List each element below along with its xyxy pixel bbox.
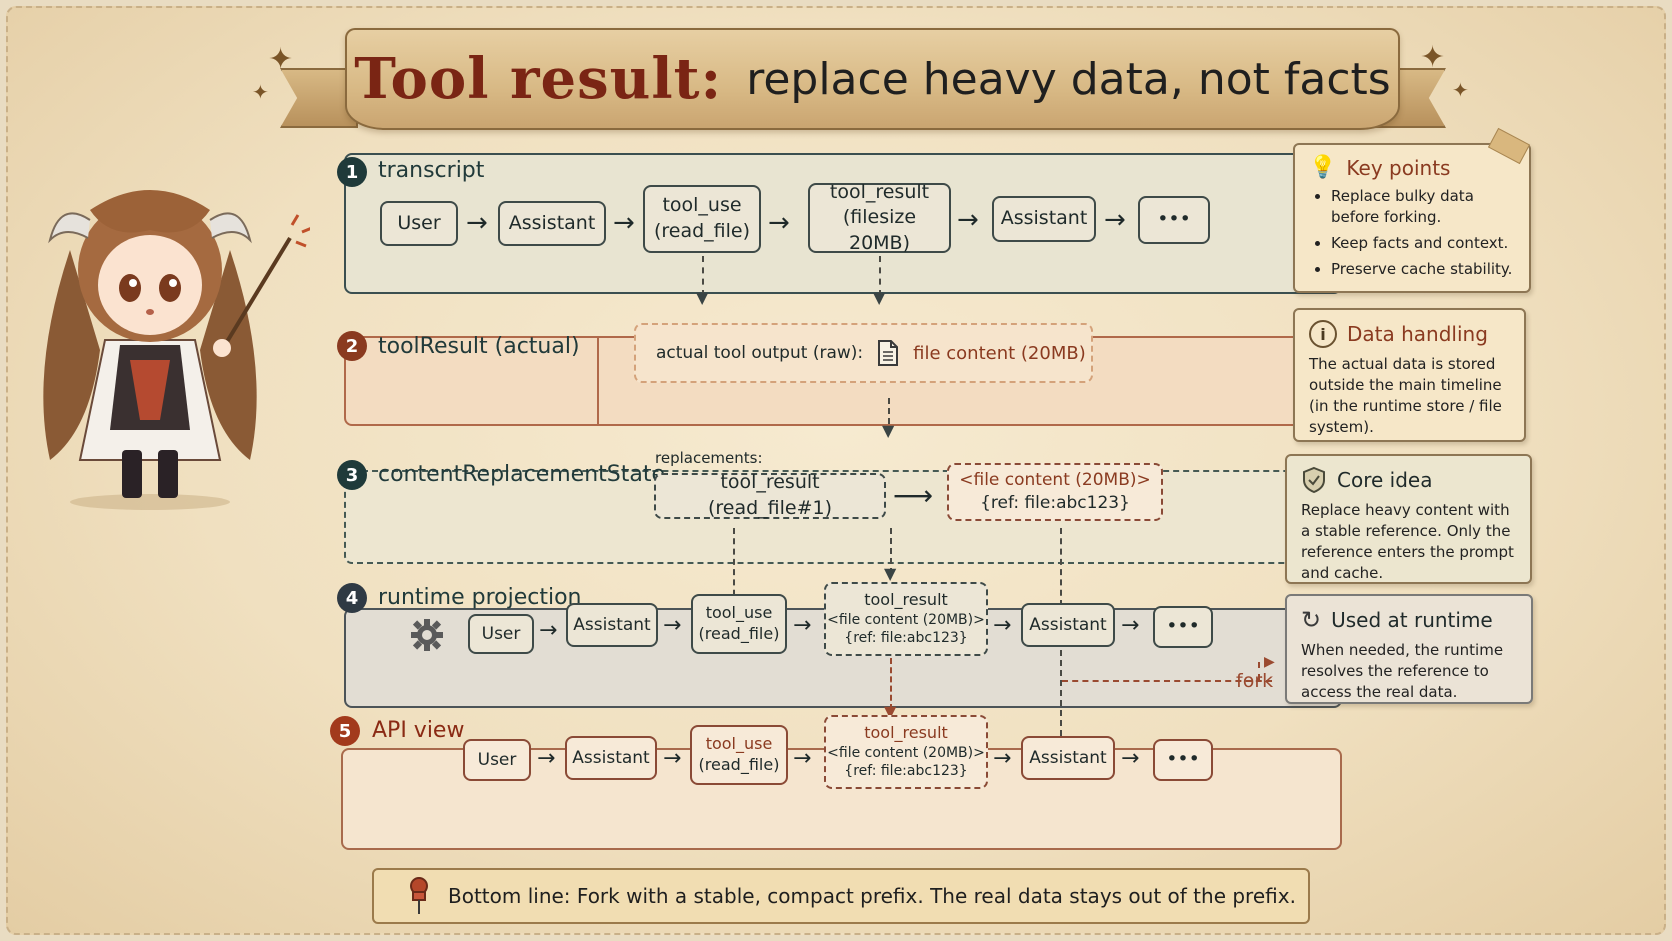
transcript-assistant-node-2: Assistant [992, 196, 1096, 242]
lightbulb-icon: 💡 [1309, 155, 1337, 180]
key-point-item: Preserve cache stability. [1331, 259, 1515, 280]
shield-icon [1303, 466, 1325, 494]
arrow-right-icon: → [768, 208, 790, 238]
connector-line [733, 528, 735, 606]
sparkle-icon: ✦ [1452, 78, 1469, 102]
fork-connector [1062, 680, 1272, 682]
section-title-tool-result-actual: toolResult (actual) [378, 334, 580, 359]
arrow-down-icon: ▼ [884, 564, 897, 583]
arrow-right-icon: → [1104, 205, 1126, 235]
transcript-assistant-node: Assistant [498, 201, 606, 246]
title-main: Tool result: [354, 46, 723, 112]
raw-output-label: actual tool output (raw): [656, 343, 864, 363]
core-idea-title: Core idea [1337, 468, 1433, 492]
transcript-tool-result-node: tool_result(filesize 20MB) [808, 181, 951, 254]
arrow-right-icon: → [793, 746, 812, 771]
api-more-node: ••• [1153, 739, 1213, 781]
key-points-title: Key points [1346, 155, 1451, 180]
connector-line [1060, 650, 1062, 746]
raw-output-content: file content (20MB) [913, 342, 1086, 364]
key-point-item: Keep facts and context. [1331, 233, 1515, 254]
step-number-4: 4 [337, 583, 367, 613]
panel-divider [597, 338, 599, 424]
arrow-down-icon: ▼ [882, 421, 895, 440]
info-icon: i [1309, 320, 1337, 348]
key-points-card: 💡 Key points Replace bulky data before f… [1293, 127, 1531, 293]
projection-tool-use-node: tool_use(read_file) [691, 594, 787, 654]
fork-arrow-icon: ▶ [1264, 654, 1275, 670]
projection-user-node: User [468, 614, 534, 654]
arrow-right-icon: → [539, 618, 558, 643]
sparkle-icon: ✦ [252, 80, 269, 104]
arrow-right-icon: → [613, 208, 635, 238]
arrow-right-icon: → [793, 613, 812, 638]
section-title-transcript: transcript [378, 158, 485, 183]
arrow-down-icon: ▼ [873, 288, 886, 307]
data-handling-title: Data handling [1347, 322, 1488, 346]
transcript-user-node: User [380, 201, 458, 246]
step-number-1: 1 [337, 157, 367, 187]
arrow-right-icon: → [993, 746, 1012, 771]
fork-connector-up [1258, 662, 1260, 680]
sparkle-icon: ✦ [1420, 40, 1446, 75]
fork-label: fork [1236, 670, 1274, 692]
step-number-2: 2 [337, 331, 367, 361]
arrow-right-icon: → [1121, 613, 1140, 638]
api-assistant-node: Assistant [565, 736, 657, 780]
api-assistant-node-2: Assistant [1021, 736, 1115, 780]
used-at-runtime-card: ↻ Used at runtime When needed, the runti… [1285, 594, 1533, 704]
connector-line [890, 658, 892, 710]
arrow-right-icon: → [993, 613, 1012, 638]
arrow-down-icon: ▼ [696, 288, 709, 307]
file-icon [878, 340, 899, 366]
section-title-runtime-projection: runtime projection [378, 585, 582, 610]
arrow-right-icon: → [663, 613, 682, 638]
replacement-source-node: tool_result (read_file#1) [654, 471, 886, 519]
connector-line [890, 528, 892, 574]
core-idea-body: Replace heavy content with a stable refe… [1301, 501, 1514, 582]
pushpin-icon [410, 877, 428, 914]
connector-line [1060, 528, 1062, 606]
arrow-right-icon: → [663, 746, 682, 771]
title-banner: Tool result: replace heavy data, not fac… [345, 28, 1400, 130]
sparkle-icon: ✦ [268, 42, 294, 77]
arrow-right-icon: → [466, 208, 488, 238]
key-points-list: Replace bulky data before forking. Keep … [1309, 186, 1515, 280]
refresh-icon: ↻ [1301, 606, 1322, 634]
arrow-right-icon: → [957, 205, 979, 235]
projection-assistant-node-2: Assistant [1021, 603, 1115, 647]
gear-icon [411, 619, 443, 651]
key-point-item: Replace bulky data before forking. [1331, 186, 1515, 228]
replacement-target-node: <file content (20MB)>{ref: file:abc123} [947, 463, 1163, 521]
bottom-line-text: Bottom line: Fork with a stable, compact… [448, 884, 1296, 908]
used-at-runtime-title: Used at runtime [1331, 608, 1493, 632]
connector-line [888, 398, 890, 434]
used-at-runtime-body: When needed, the runtime resolves the re… [1301, 641, 1504, 701]
section-title-content-replacement-state: contentReplacementState [378, 462, 666, 487]
data-handling-card: i Data handling The actual data is store… [1293, 308, 1526, 442]
step-number-5: 5 [330, 716, 360, 746]
core-idea-card: Core idea Replace heavy content with a s… [1285, 454, 1532, 584]
bottom-line-bar: Bottom line: Fork with a stable, compact… [372, 868, 1310, 924]
replacements-label: replacements: [655, 449, 763, 467]
api-tool-result-node: tool_result <file content (20MB)> {ref: … [824, 715, 988, 789]
projection-tool-result-node: tool_result <file content (20MB)> {ref: … [824, 582, 988, 656]
api-tool-use-node: tool_use(read_file) [690, 725, 788, 785]
arrow-right-icon: → [1121, 746, 1140, 771]
data-handling-body: The actual data is stored outside the ma… [1309, 355, 1502, 436]
connector-line [702, 256, 704, 296]
title-sub: replace heavy data, not facts [746, 53, 1391, 105]
transcript-more-node: ••• [1138, 196, 1210, 244]
arrow-right-icon: → [537, 746, 556, 771]
mascot-illustration [43, 190, 310, 510]
transcript-tool-use-node: tool_use(read_file) [643, 185, 761, 253]
connector-line [879, 256, 881, 296]
arrow-right-icon: ⟶ [893, 479, 934, 512]
api-user-node: User [463, 739, 531, 781]
step-number-3: 3 [337, 460, 367, 490]
raw-output-box: actual tool output (raw): file content (… [634, 323, 1093, 383]
section-title-api-view: API view [372, 718, 465, 743]
projection-more-node: ••• [1153, 606, 1213, 648]
projection-assistant-node: Assistant [566, 603, 658, 647]
